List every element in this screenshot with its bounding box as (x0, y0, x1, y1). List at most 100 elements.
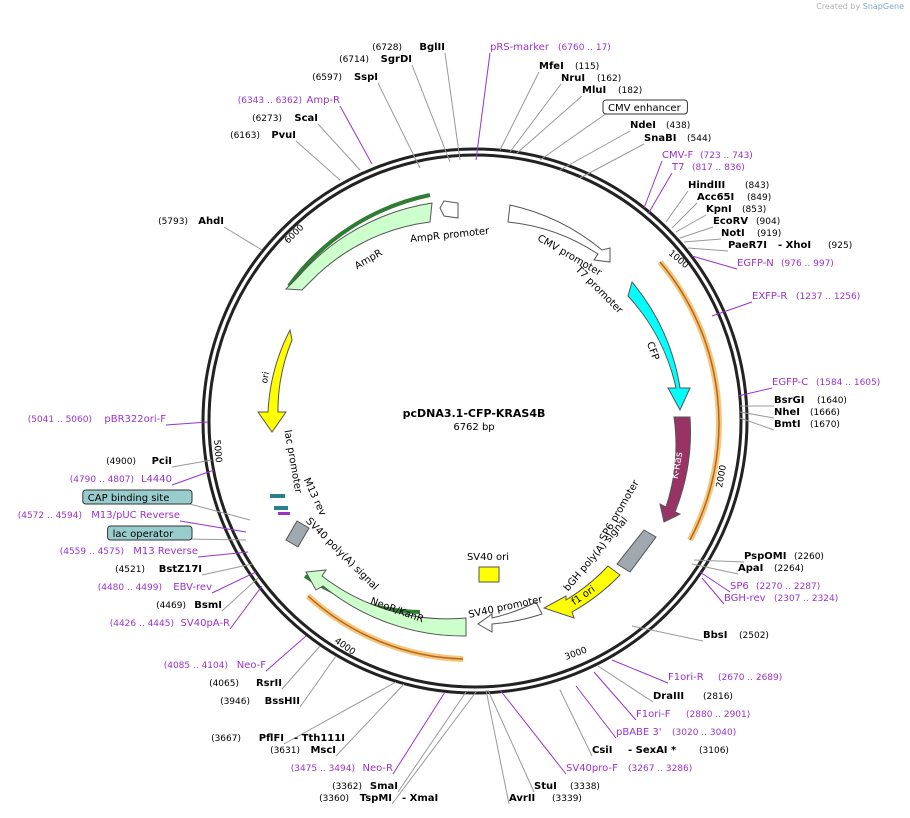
label-name: EXFP-R (752, 291, 787, 302)
label-position: (843) (745, 181, 769, 191)
label-name: HindIII (688, 180, 725, 191)
label-name: NdeI (630, 120, 656, 131)
leader-line (299, 655, 337, 708)
leader-line (221, 577, 259, 612)
lac-operator-mark (274, 506, 288, 510)
ampr-arrow (284, 202, 433, 291)
leader-line (593, 671, 637, 721)
label-position: (3267 .. 3286) (628, 764, 692, 774)
leader-line (179, 520, 247, 533)
label-position: (3475 .. 3494) (291, 764, 355, 774)
leader-line (739, 417, 775, 431)
label-position: (6760 .. 17) (558, 43, 611, 53)
leader-line (335, 683, 405, 757)
label-position: (4572 .. 4594) (18, 511, 82, 521)
label-position: (162) (597, 74, 621, 84)
label-name: BbsI (703, 630, 727, 641)
leader-line (201, 563, 253, 576)
ampr-promoter-arrow (439, 200, 459, 219)
leader-line (229, 585, 263, 630)
label-position: (3338) (570, 782, 600, 792)
primer-neo-r: Neo-R(3475 .. 3494) (291, 691, 446, 775)
cmv-promoter-arrow (507, 204, 611, 263)
site-bglii: BglII(6728) (372, 42, 461, 161)
leader-line (643, 160, 663, 209)
label-name: SV40pro-F (566, 763, 618, 774)
leader-line (171, 469, 215, 486)
primer-t7: T7(817 .. 836) (647, 162, 745, 215)
leader-line (165, 421, 209, 426)
label-position: (4521) (115, 565, 145, 575)
site-rsrii: RsrII(4065) (209, 645, 321, 690)
cfp-arrow (627, 280, 691, 412)
label-name: pBABE 3' (616, 727, 662, 738)
label-position: (4480 .. 4499) (98, 583, 162, 593)
label-box (82, 489, 193, 505)
m13-mark (278, 512, 290, 515)
site-nhei: NheI(1666) (739, 407, 840, 419)
label-name: F1ori-R (668, 672, 704, 683)
leader-line (211, 571, 257, 594)
label-name: DraIII (653, 691, 684, 702)
label-position: (1584 .. 1605) (816, 378, 880, 388)
leader-line (475, 52, 491, 161)
leader-line (539, 112, 608, 161)
label-name: BsrGI (774, 395, 804, 406)
label-name: KpnI (706, 204, 732, 215)
label-name: BstZ17I (159, 564, 202, 575)
site-pspomi: PspOMI (2260) (693, 551, 824, 563)
site-msci: MscI (3631) (270, 683, 405, 757)
site-csii: CsiI- SexAI *(3106) (559, 689, 729, 757)
leader-line (487, 689, 535, 793)
label-position: (6597) (312, 73, 342, 83)
label-position: (4790 .. 4807) (70, 475, 134, 485)
label-position: (1666) (810, 408, 840, 418)
label-name: RsrII (256, 678, 282, 689)
label-name: BssHII (265, 696, 300, 707)
label-name: ApaI (738, 563, 763, 574)
leader-line (687, 247, 729, 252)
label-position: (4900) (106, 457, 136, 467)
label-name: ScaI (294, 113, 318, 124)
primer-sp6: SP6(2270 .. 2287) (699, 571, 820, 593)
label-position: (6163) (230, 131, 260, 141)
leader-line (575, 685, 617, 739)
primer-sv40pro-f: SV40pro-F (3267 .. 3286) (499, 689, 692, 775)
leader-line (265, 635, 307, 672)
label-name: EGFP-N (737, 258, 774, 269)
label-position: (2260) (794, 552, 824, 562)
label-extra: - Tth111I (294, 733, 345, 744)
tick-5000: 5000 (211, 439, 223, 463)
label-lac-promoter: lac promoter (281, 429, 303, 495)
leader-line (647, 172, 673, 215)
site-ahdi: AhdI(5793) (158, 216, 263, 251)
label-position: (6714) (339, 55, 369, 65)
leader-line (675, 214, 707, 233)
label-position: (3631) (270, 746, 300, 756)
f1ori-arrow (542, 565, 621, 619)
label-name: MscI (310, 745, 336, 756)
label-ori: ori (260, 371, 272, 384)
site-bsmi: BsmI(4469) (156, 577, 259, 612)
leader-line (283, 681, 397, 745)
label-name: PspOMI (744, 551, 786, 562)
label-position: (3360) (319, 794, 349, 804)
primer-pbabe-3-: pBABE 3'(3020 .. 3040) (575, 685, 736, 739)
label-name: SspI (354, 72, 378, 83)
leader-line (739, 411, 775, 419)
site-draiii: DraIII(2816) (597, 665, 733, 703)
leader-line (509, 83, 562, 153)
label-name: Amp-R (307, 95, 341, 106)
site-hindiii: HindIII (843) (665, 180, 769, 223)
sv40-promoter-arrow (477, 601, 543, 633)
label-name: NruI (561, 73, 585, 84)
label-name: TspMI (360, 793, 392, 804)
label-name: EcoRV (713, 216, 748, 227)
label-position: (6273) (252, 114, 282, 124)
label-name: SnaBI (644, 133, 676, 144)
leader-line (711, 301, 753, 317)
label-box (602, 99, 688, 115)
label-position: (723 .. 743) (700, 151, 753, 161)
site-ecorv: EcoRV(904) (679, 216, 780, 239)
label-m13rev: M13 rev (301, 476, 328, 517)
